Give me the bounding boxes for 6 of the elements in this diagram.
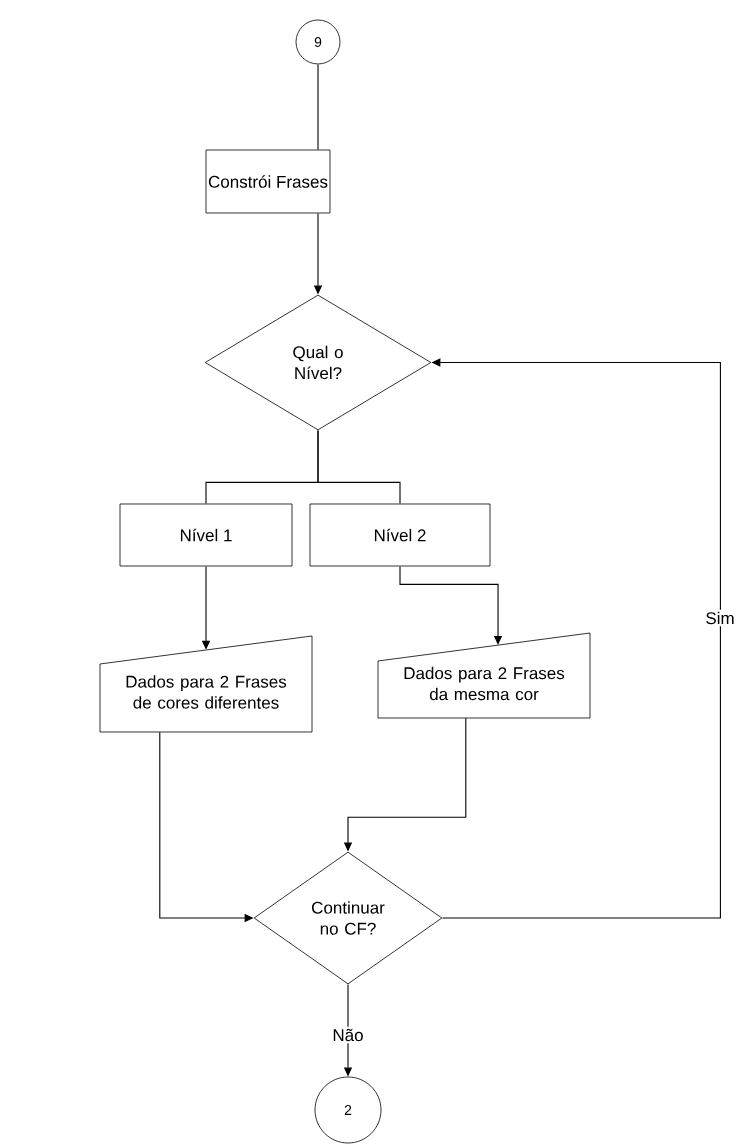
process-box: Nível 2 bbox=[309, 503, 491, 567]
process-box: Nível 1 bbox=[119, 503, 293, 567]
edge-label: Não bbox=[330, 1026, 366, 1044]
process-box: Constrói Frases bbox=[205, 149, 331, 214]
edge-label: Sim bbox=[703, 609, 737, 627]
arrow bbox=[399, 565, 503, 645]
